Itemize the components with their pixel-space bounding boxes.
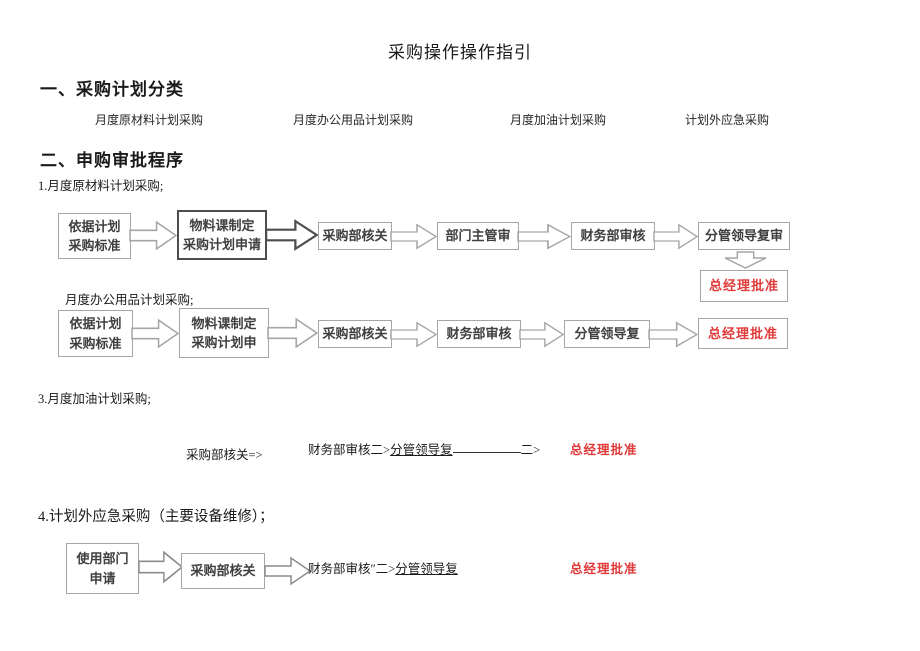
category-label-fuel: 月度加油计划采购 xyxy=(510,113,607,127)
flow-arrow-right-icon xyxy=(390,322,437,347)
approval-step-box: 总经理批准 xyxy=(700,270,788,302)
section-2-heading: 二、申购审批程序 xyxy=(40,151,184,170)
flow-step-box: 财务部审核 xyxy=(571,222,655,250)
flow-2-caption: 月度办公用品计划采购; xyxy=(65,293,194,307)
flow-3-caption: 3.月度加油计划采购; xyxy=(38,392,151,406)
flow-step-box: 依据计划 采购标准 xyxy=(58,310,133,357)
flow-step-box: 采购部核关 xyxy=(181,553,265,589)
approval-step-box: 总经理批准 xyxy=(698,318,788,349)
flow-arrow-right-icon xyxy=(267,318,318,348)
flow-step-box: 依据计划 采购标准 xyxy=(58,213,131,259)
flow4-final-step: 总经理批准 xyxy=(570,562,638,576)
flow-arrow-right-icon xyxy=(129,221,177,250)
flow-arrow-right-icon xyxy=(653,224,698,249)
flow-step-box: 使用部门 申请 xyxy=(66,543,139,594)
flow-arrow-right-icon xyxy=(519,322,564,347)
flow-arrow-right-icon xyxy=(517,223,571,250)
category-label-emergency: 计划外应急采购 xyxy=(685,113,770,127)
underline-extension xyxy=(452,451,521,453)
flow-4-caption: 4.计划外应急采购（主要设备维修）； xyxy=(38,509,274,525)
flow3-step-1: 采购部核关=> xyxy=(186,448,263,462)
flow3-step-2-underlined: 分管领导复 xyxy=(390,443,453,457)
flow-arrow-right-icon xyxy=(648,322,698,347)
flow4-step-text: 财务部审核″二>分管领导复 xyxy=(308,558,458,577)
flow4-step-underlined: 分管领导复 xyxy=(395,562,458,576)
flow-step-box: 采购部核关 xyxy=(318,320,392,348)
flow3-step-2: 财务部审核二>分管领导复 二> xyxy=(308,439,540,458)
flow-arrow-right-icon xyxy=(390,224,437,249)
flow-step-box: 采购部核关 xyxy=(318,222,392,250)
page-title: 采购操作操作指引 xyxy=(388,43,532,62)
flow4-step-prefix: 财务部审核″二> xyxy=(308,562,396,576)
section-1-heading: 一、采购计划分类 xyxy=(40,80,184,99)
category-label-raw-materials: 月度原材料计划采购 xyxy=(95,113,204,127)
flow-step-box: 物料课制定 采购计划申请 xyxy=(177,210,267,260)
flow3-final-step: 总经理批准 xyxy=(570,443,638,457)
flow-1-caption: 1.月度原材料计划采购; xyxy=(38,179,164,193)
flow-step-box: 财务部审核 xyxy=(437,320,521,348)
flow-step-box: 物料课制定 采购计划申 xyxy=(179,308,269,358)
flow-arrow-right-icon xyxy=(131,319,179,348)
flow3-step-2-prefix: 财务部审核二> xyxy=(308,443,391,457)
category-label-office-supplies: 月度办公用品计划采购 xyxy=(293,113,414,127)
flow-arrow-right-icon xyxy=(265,220,318,250)
flow3-connector: 二> xyxy=(520,443,541,457)
flow-arrow-down-icon xyxy=(724,251,767,269)
flow-step-box: 分管领导复审 xyxy=(698,222,790,250)
flow-arrow-right-icon xyxy=(264,557,311,585)
flow-step-box: 部门主管审 xyxy=(437,222,519,250)
flow-step-box: 分管领导复 xyxy=(564,320,650,348)
flow-arrow-right-icon xyxy=(138,551,183,583)
